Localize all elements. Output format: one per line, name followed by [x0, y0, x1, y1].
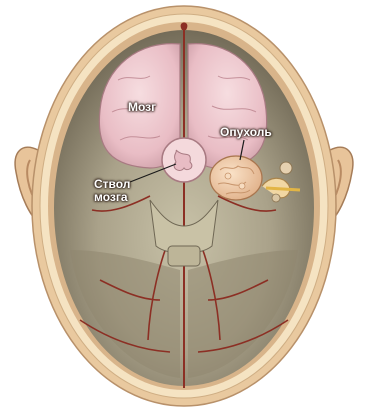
brainstem-label: Ствол мозга — [94, 178, 130, 204]
tumor-mass — [210, 156, 262, 200]
brain-label: Мозг — [128, 101, 156, 114]
brainstem — [162, 138, 206, 182]
tumor-label: Опухоль — [220, 126, 272, 139]
brainstem-label-line2: мозга — [94, 191, 130, 204]
